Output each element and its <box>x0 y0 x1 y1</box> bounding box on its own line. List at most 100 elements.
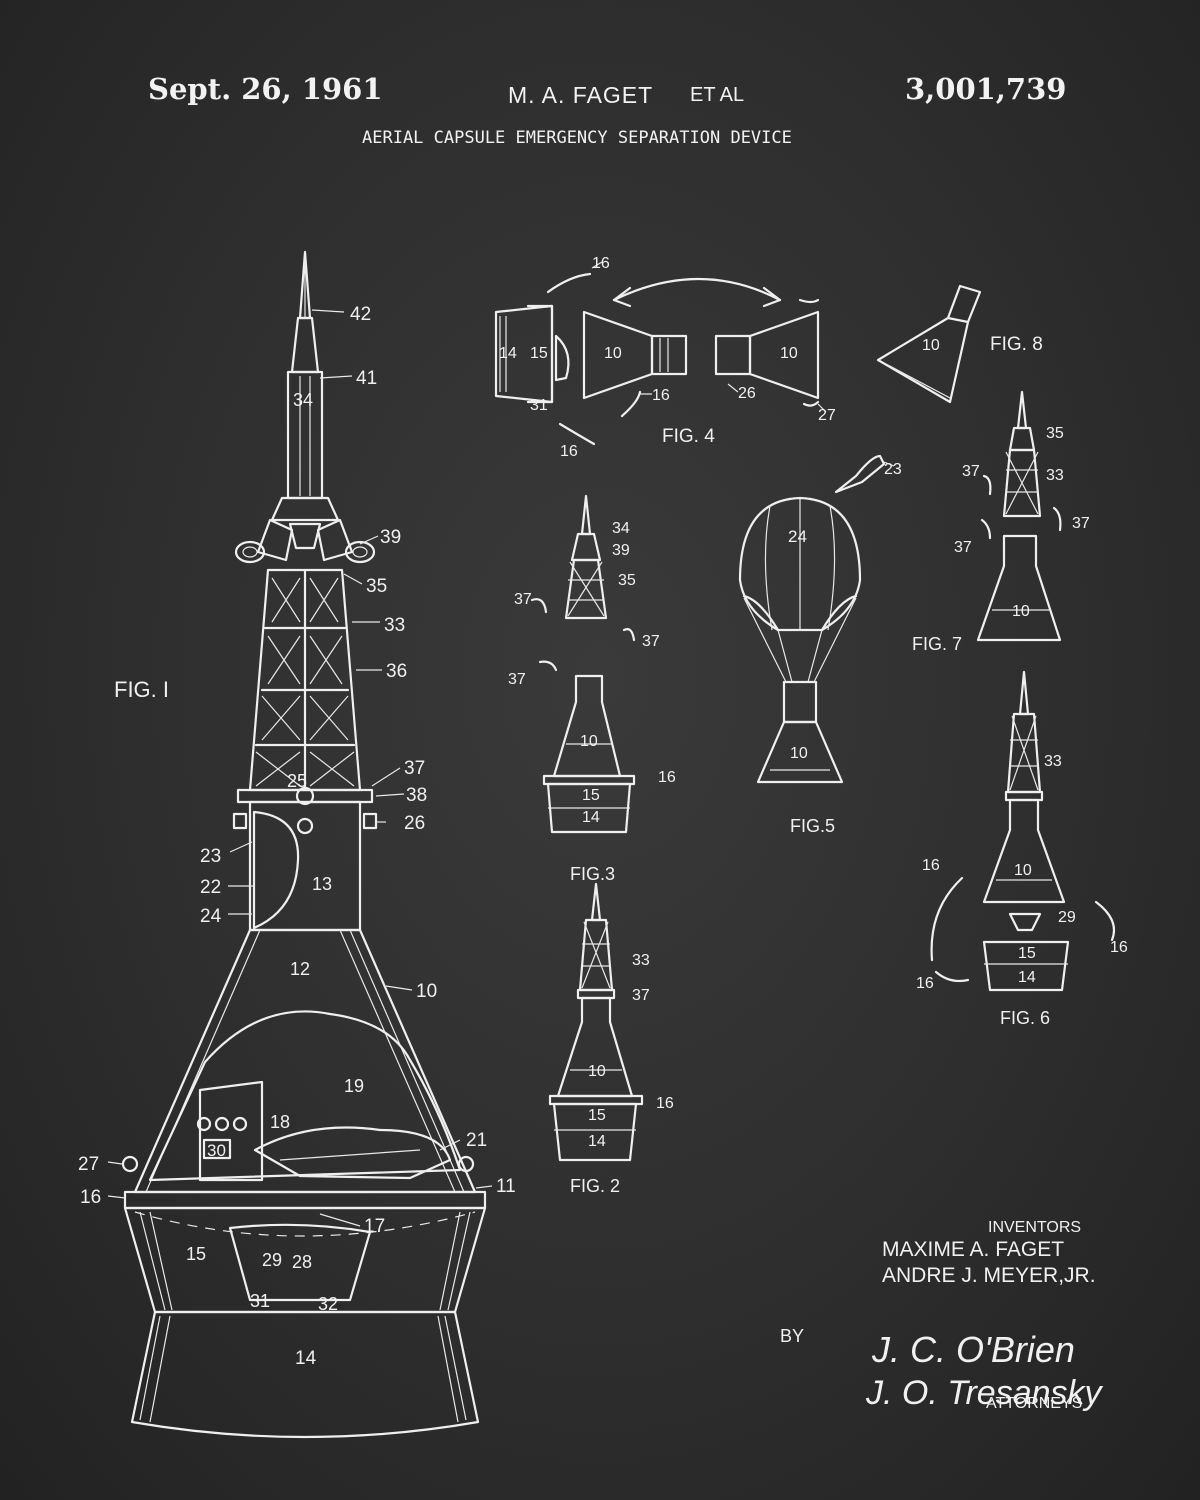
ref-39: 39 <box>380 527 401 548</box>
ref-16: 16 <box>80 1187 101 1208</box>
patent-number: 3,001,739 <box>905 72 1067 106</box>
fig1-reference-numerals: 42 41 34 39 35 33 36 37 25 38 26 23 13 2… <box>78 304 516 1369</box>
attorney-signature-2: J. O. Tresansky <box>865 1374 1104 1412</box>
fig4-ref-31: 31 <box>530 397 548 414</box>
inventor-name-2: ANDRE J. MEYER,JR. <box>882 1264 1096 1287</box>
fig2-ref-14: 14 <box>588 1133 606 1150</box>
fig2-label: FIG. 2 <box>570 1176 620 1196</box>
fig2-ref-15: 15 <box>588 1107 606 1124</box>
attorney-signature-1: J. C. O'Brien <box>871 1329 1075 1370</box>
inventor-name-1: MAXIME A. FAGET <box>882 1238 1064 1261</box>
fig3-drawing: FIG.3 34 39 35 37 37 37 10 16 15 14 <box>508 494 676 884</box>
ref-21: 21 <box>466 1130 487 1151</box>
fig6-ref-15: 15 <box>1018 945 1036 962</box>
fig4-ref-16b: 16 <box>652 387 670 404</box>
fig5-ref-24: 24 <box>788 527 807 546</box>
ref-34: 34 <box>293 390 313 410</box>
fig6-ref-14: 14 <box>1018 969 1036 986</box>
ref-26: 26 <box>404 813 425 834</box>
ref-28: 28 <box>292 1252 312 1272</box>
fig4-label: FIG. 4 <box>662 426 715 447</box>
fig3-label: FIG.3 <box>570 864 615 884</box>
ref-36: 36 <box>386 661 407 682</box>
fig7-drawing: 35 37 33 37 37 10 FIG. 7 <box>912 390 1090 654</box>
fig2-drawing: 33 37 10 16 15 14 FIG. 2 <box>548 882 674 1196</box>
ref-32: 32 <box>318 1294 338 1314</box>
fig6-ref-29: 29 <box>1058 909 1076 926</box>
ref-35: 35 <box>366 576 387 597</box>
ref-33: 33 <box>384 615 405 636</box>
ref-14: 14 <box>295 1348 317 1369</box>
fig2-ref-33: 33 <box>632 952 650 969</box>
fig7-ref-37a: 37 <box>962 463 980 480</box>
fig7-ref-33: 33 <box>1046 467 1064 484</box>
et-al-label: ET AL <box>690 84 745 106</box>
by-label: BY <box>780 1326 804 1346</box>
fig4-reference-numerals: 16 14 15 10 31 16 16 26 10 27 <box>499 255 836 460</box>
fig5-ref-23: 23 <box>884 461 902 478</box>
fig7-label: FIG. 7 <box>912 634 962 654</box>
fig8-label: FIG. 8 <box>990 334 1043 355</box>
fig5-ref-10: 10 <box>790 745 808 762</box>
fig3-ref-16: 16 <box>658 769 676 786</box>
fig3-reference-numerals: 34 39 35 37 37 37 10 16 15 14 <box>508 520 676 826</box>
fig4-ref-26: 26 <box>738 385 756 402</box>
fig3-ref-37a: 37 <box>514 591 532 608</box>
fig8-drawing: 10 FIG. 8 <box>876 284 1043 404</box>
fig6-ref-33: 33 <box>1044 753 1062 770</box>
ref-31: 31 <box>250 1291 270 1311</box>
fig6-drawing: 33 16 10 29 16 15 14 16 FIG. 6 <box>916 670 1128 1028</box>
fig4-drawing: FIG. 4 16 14 15 10 31 16 16 26 10 27 <box>494 255 836 460</box>
inventors-heading: INVENTORS <box>988 1219 1081 1236</box>
ref-12: 12 <box>290 959 310 979</box>
fig2-ref-37: 37 <box>632 987 650 1004</box>
fig3-ref-35: 35 <box>618 572 636 589</box>
fig6-ref-10: 10 <box>1014 862 1032 879</box>
fig3-ref-34: 34 <box>612 520 630 537</box>
ref-18: 18 <box>270 1112 290 1132</box>
inventor-short-name: M. A. FAGET <box>508 82 654 108</box>
fig7-ref-37c: 37 <box>954 539 972 556</box>
ref-27: 27 <box>78 1154 99 1175</box>
fig3-ref-37b: 37 <box>642 633 660 650</box>
patent-title: AERIAL CAPSULE EMERGENCY SEPARATION DEVI… <box>362 128 792 148</box>
fig1-rocket <box>121 250 487 1439</box>
ref-38: 38 <box>406 785 427 806</box>
fig6-ref-16a: 16 <box>922 857 940 874</box>
fig3-ref-14: 14 <box>582 809 600 826</box>
fig3-ref-10: 10 <box>580 733 598 750</box>
fig1-label: FIG. I <box>114 677 169 702</box>
fig3-ref-15: 15 <box>582 787 600 804</box>
ref-30: 30 <box>207 1141 226 1160</box>
attorneys-block: BY J. C. O'Brien J. O. Tresansky ATTORNE… <box>780 1326 1104 1412</box>
ref-37: 37 <box>404 758 425 779</box>
fig5-drawing: 24 23 10 FIG.5 <box>738 454 902 836</box>
fig1-drawing: FIG. I 42 41 34 39 35 33 36 37 25 38 26 … <box>78 250 516 1439</box>
fig7-ref-10: 10 <box>1012 603 1030 620</box>
ref-22: 22 <box>200 877 221 898</box>
fig4-ref-15: 15 <box>530 345 548 362</box>
ref-19: 19 <box>344 1076 364 1096</box>
ref-17: 17 <box>364 1216 385 1237</box>
ref-11: 11 <box>496 1176 516 1197</box>
fig3-ref-39: 39 <box>612 542 630 559</box>
fig4-ref-14: 14 <box>499 345 517 362</box>
inventors-block: INVENTORS MAXIME A. FAGET ANDRE J. MEYER… <box>882 1219 1096 1287</box>
ref-15: 15 <box>186 1244 206 1264</box>
ref-24: 24 <box>200 906 222 927</box>
ref-25: 25 <box>287 771 307 791</box>
fig4-ref-27: 27 <box>818 407 836 424</box>
ref-13: 13 <box>312 874 332 894</box>
fig6-label: FIG. 6 <box>1000 1008 1050 1028</box>
fig4-ref-10b: 10 <box>780 345 798 362</box>
ref-29: 29 <box>262 1250 282 1270</box>
ref-42: 42 <box>350 304 371 325</box>
ref-23: 23 <box>200 846 221 867</box>
fig6-ref-16b: 16 <box>1110 939 1128 956</box>
fig4-ref-16a: 16 <box>592 255 610 272</box>
attorneys-label: ATTORNEYS <box>986 1395 1082 1412</box>
fig7-ref-37b: 37 <box>1072 515 1090 532</box>
fig3-ref-37c: 37 <box>508 671 526 688</box>
